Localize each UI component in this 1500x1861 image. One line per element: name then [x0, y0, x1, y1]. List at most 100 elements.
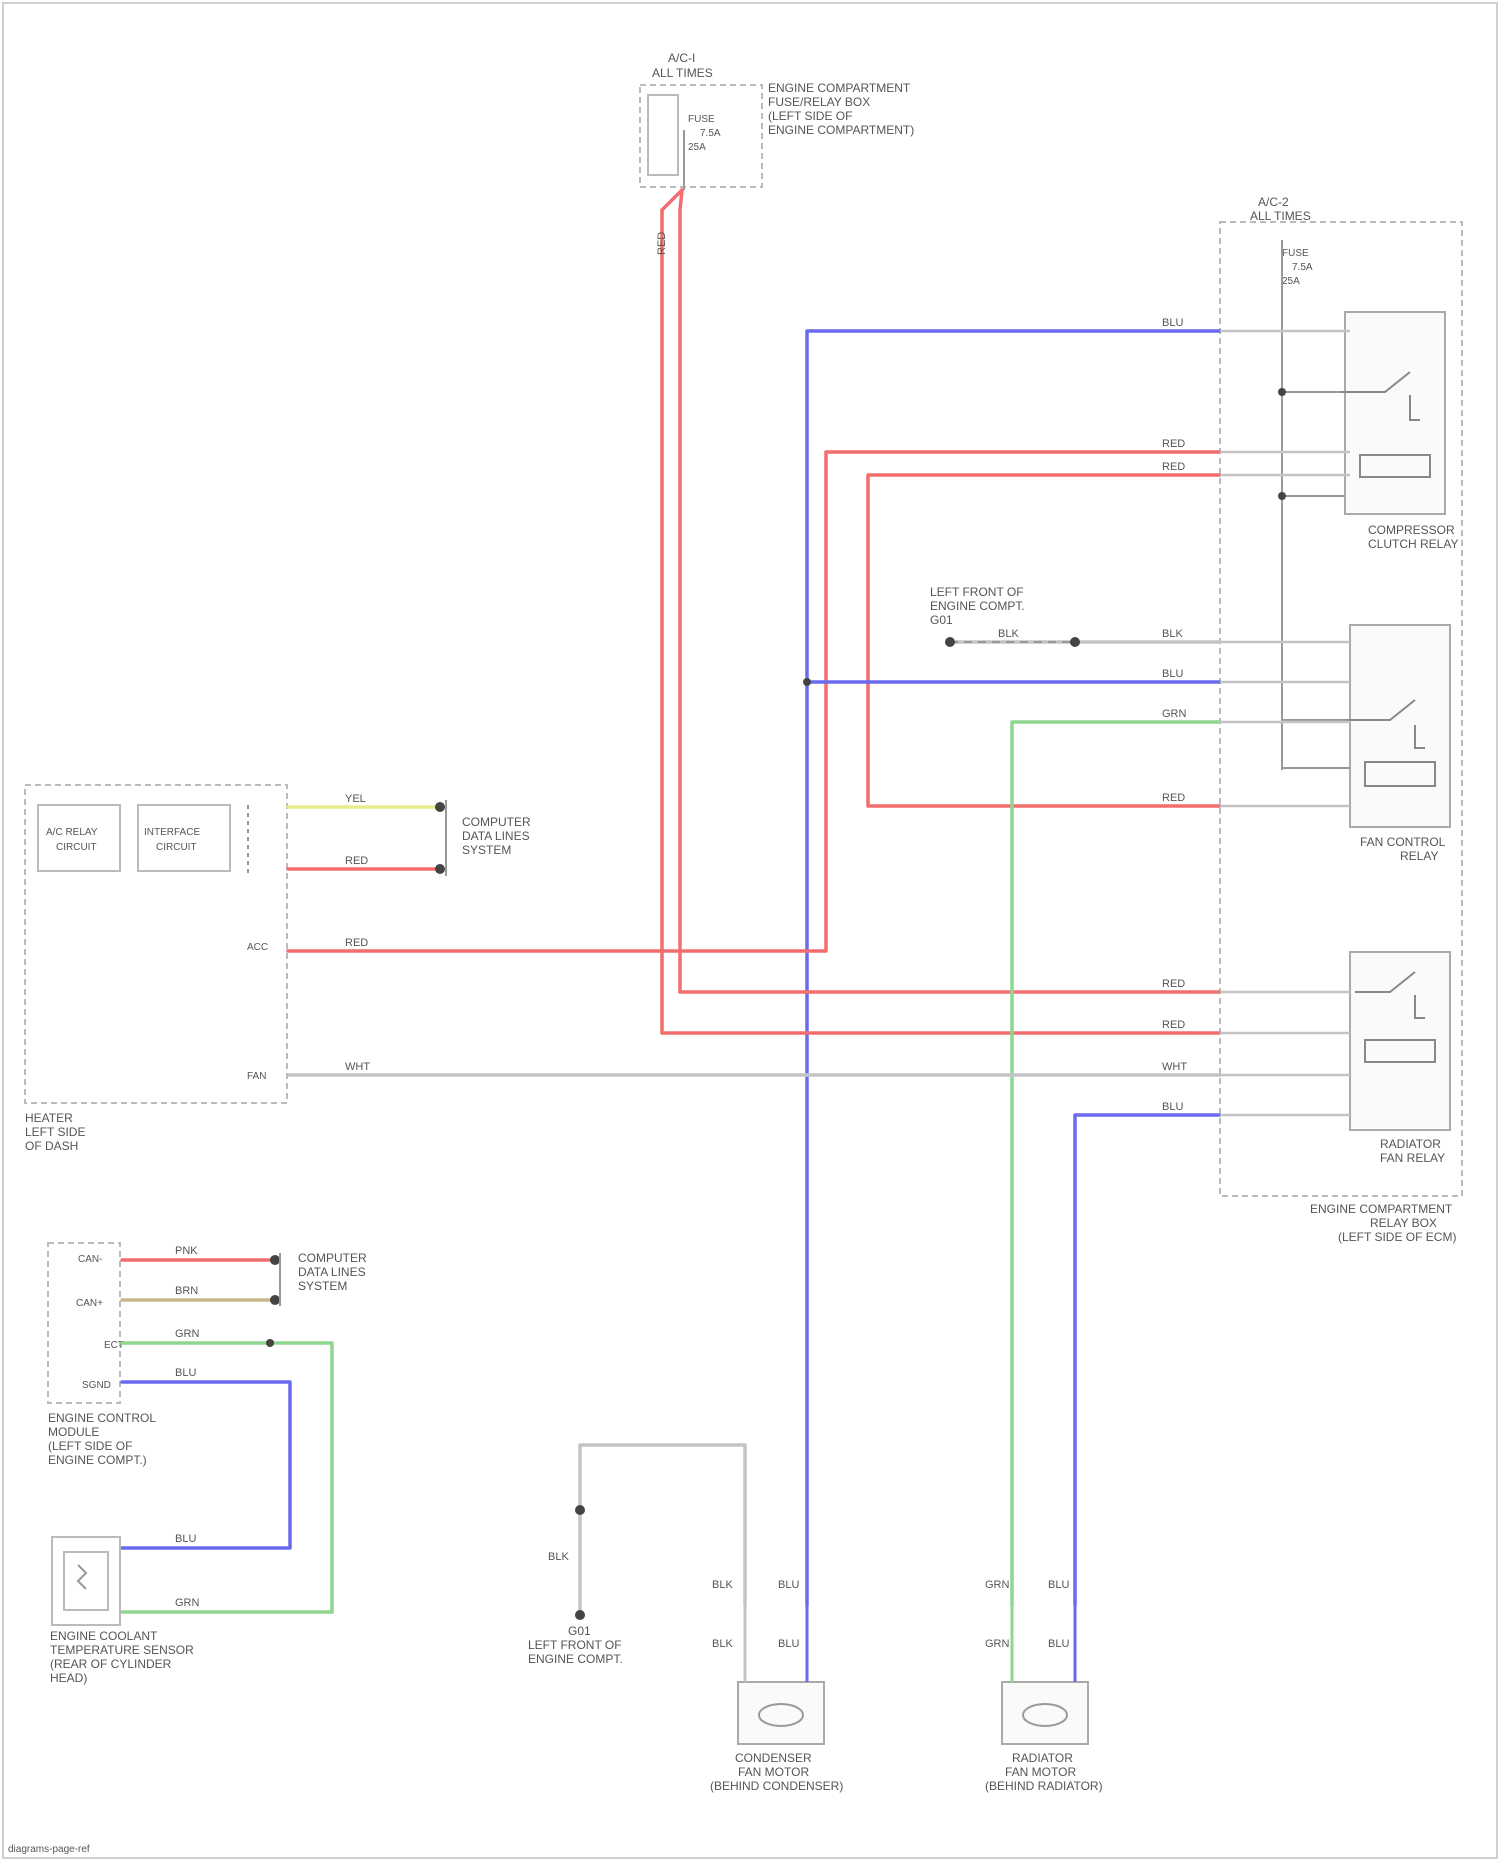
relay-box-fuse-3: 25A: [1282, 276, 1300, 287]
pcm-pin-2: CAN+: [76, 1298, 103, 1309]
hvac-inner-2b: CIRCUIT: [156, 842, 197, 853]
hvac-inner-2a: INTERFACE: [144, 827, 200, 838]
hvac-label-1: HEATER: [25, 1111, 73, 1125]
ect-label-2: TEMPERATURE SENSOR: [50, 1643, 194, 1657]
condenser-fan-motor: BLK BLU BLK BLU CONDENSER FAN MOTOR (BEH…: [710, 1579, 843, 1793]
wire-red-acc: [288, 452, 1220, 951]
pcm-conn-note-2: DATA LINES: [298, 1265, 366, 1279]
hvac-inner-1a: A/C RELAY: [46, 827, 98, 838]
ground-bottom-1: G01: [568, 1624, 591, 1638]
label-red-3: RED: [1162, 792, 1185, 804]
ect-label-3: (REAR OF CYLINDER: [50, 1657, 172, 1671]
fuse-top-label-3: (LEFT SIDE OF: [768, 109, 852, 123]
label-blu-rad: BLU: [1048, 1579, 1069, 1591]
fuse-top-name-2: ALL TIMES: [652, 66, 713, 80]
relay-box-label-3: (LEFT SIDE OF ECM): [1338, 1230, 1456, 1244]
label-blu-cond2: BLU: [778, 1638, 799, 1650]
pcm-pin-4: SGND: [82, 1380, 111, 1391]
label-blk-2: BLK: [998, 628, 1019, 640]
radiator-fan-motor: GRN BLU GRN BLU RADIATOR FAN MOTOR (BEHI…: [985, 1579, 1103, 1793]
label-red-hvac: RED: [345, 855, 368, 867]
hvac-label-3: OF DASH: [25, 1139, 78, 1153]
label-red-vert: RED: [656, 232, 668, 255]
fuse-top-fuse-3: 25A: [688, 142, 706, 153]
label-wht-1: WHT: [1162, 1061, 1187, 1073]
label-blu-2: BLU: [1162, 668, 1183, 680]
radiator-fan-relay-label-1: RADIATOR: [1380, 1137, 1441, 1151]
relay-box-label-2: RELAY BOX: [1370, 1216, 1437, 1230]
label-blk-ground: BLK: [548, 1551, 569, 1563]
relay-box-header-1: A/C-2: [1258, 195, 1289, 209]
ground-left-front: LEFT FRONT OF ENGINE COMPT. G01: [930, 585, 1025, 627]
label-blk-cond: BLK: [712, 1579, 733, 1591]
label-grn-ect2: GRN: [175, 1597, 200, 1609]
label-yel-hvac: YEL: [345, 793, 366, 805]
label-blu-3: BLU: [1162, 1101, 1183, 1113]
wire-grn-fan-relay: [1012, 722, 1220, 1605]
page-border: [3, 3, 1497, 1858]
fan-control-relay-label-2: RELAY: [1400, 849, 1438, 863]
relay-box-label-1: ENGINE COMPARTMENT: [1310, 1202, 1453, 1216]
pcm-label-4: ENGINE COMPT.): [48, 1453, 147, 1467]
hvac-pin-acc: ACC: [247, 942, 268, 953]
radiator-fan-relay: RADIATOR FAN RELAY: [1350, 952, 1450, 1165]
hvac-conn-note-1: COMPUTER: [462, 815, 531, 829]
label-grn-rad: GRN: [985, 1579, 1010, 1591]
engine-control-module: CAN- CAN+ ECT SGND ENGINE CONTROL MODULE…: [48, 1243, 156, 1467]
compressor-relay-label-1: COMPRESSOR: [1368, 523, 1455, 537]
cond-fan-label-3: (BEHIND CONDENSER): [710, 1779, 843, 1793]
compressor-clutch-relay: COMPRESSOR CLUTCH RELAY: [1278, 312, 1458, 551]
relay-box-fuse-1: FUSE: [1282, 248, 1309, 259]
label-red-1: RED: [1162, 438, 1185, 450]
label-wht-fan: WHT: [345, 1061, 370, 1073]
label-red-2: RED: [1162, 461, 1185, 473]
cond-fan-label-2: FAN MOTOR: [738, 1765, 809, 1779]
ground-left-label-2: ENGINE COMPT.: [930, 599, 1025, 613]
hvac-pin-fan: FAN: [247, 1071, 266, 1082]
ground-left-label-1: LEFT FRONT OF: [930, 585, 1024, 599]
fuse-top-label-4: ENGINE COMPARTMENT): [768, 123, 914, 137]
pcm-label-2: MODULE: [48, 1425, 99, 1439]
fan-control-relay: FAN CONTROL RELAY: [1282, 625, 1450, 863]
label-grn-1: GRN: [1162, 708, 1187, 720]
relay-box-fuse-2: 7.5A: [1292, 262, 1313, 273]
hvac-conn-note-2: DATA LINES: [462, 829, 530, 843]
wire-blu-radiator-fan: [1075, 1115, 1220, 1605]
engine-compartment-fuse-box: A/C-I ALL TIMES FUSE 7.5A 25A ENGINE COM…: [640, 51, 914, 190]
wire-ground-cond: [580, 1445, 745, 1618]
rad-fan-label-3: (BEHIND RADIATOR): [985, 1779, 1103, 1793]
fan-control-relay-label-1: FAN CONTROL: [1360, 835, 1446, 849]
pcm-pin-1: CAN-: [78, 1254, 102, 1265]
hvac-conn-note-3: SYSTEM: [462, 843, 511, 857]
ground-left-label-3: G01: [930, 613, 953, 627]
label-blu-sgnd: BLU: [175, 1367, 196, 1379]
label-blu-1: BLU: [1162, 317, 1183, 329]
label-blu-rad2: BLU: [1048, 1638, 1069, 1650]
label-blu-ect: BLU: [175, 1533, 196, 1545]
fuse-top-label-1: ENGINE COMPARTMENT: [768, 81, 911, 95]
cond-fan-label-1: CONDENSER: [735, 1751, 812, 1765]
radiator-fan-relay-label-2: FAN RELAY: [1380, 1151, 1445, 1165]
ect-label-1: ENGINE COOLANT: [50, 1629, 158, 1643]
label-blu-cond: BLU: [778, 1579, 799, 1591]
ground-bottom-2: LEFT FRONT OF: [528, 1638, 622, 1652]
pcm-conn-note-3: SYSTEM: [298, 1279, 347, 1293]
label-red-4: RED: [1162, 978, 1185, 990]
rad-fan-label-2: FAN MOTOR: [1005, 1765, 1076, 1779]
label-blk-cond2: BLK: [712, 1638, 733, 1650]
label-red-5: RED: [1162, 1019, 1185, 1031]
label-blk-1: BLK: [1162, 628, 1183, 640]
ground-bottom: G01 LEFT FRONT OF ENGINE COMPT.: [528, 1624, 623, 1666]
hvac-inner-1b: CIRCUIT: [56, 842, 97, 853]
pcm-conn-note-1: COMPUTER: [298, 1251, 367, 1265]
relay-box-header-2: ALL TIMES: [1250, 209, 1311, 223]
rad-fan-label-1: RADIATOR: [1012, 1751, 1073, 1765]
label-grn-rad2: GRN: [985, 1638, 1010, 1650]
fuse-top-label-2: FUSE/RELAY BOX: [768, 95, 870, 109]
wire-blu-sgnd: [122, 1382, 290, 1548]
hvac-control-module: A/C RELAY CIRCUIT INTERFACE CIRCUIT ACC …: [25, 785, 287, 1153]
fuse-top-fuse-2: 7.5A: [700, 128, 721, 139]
pcm-label-3: (LEFT SIDE OF: [48, 1439, 132, 1453]
compressor-relay-label-2: CLUTCH RELAY: [1368, 537, 1458, 551]
